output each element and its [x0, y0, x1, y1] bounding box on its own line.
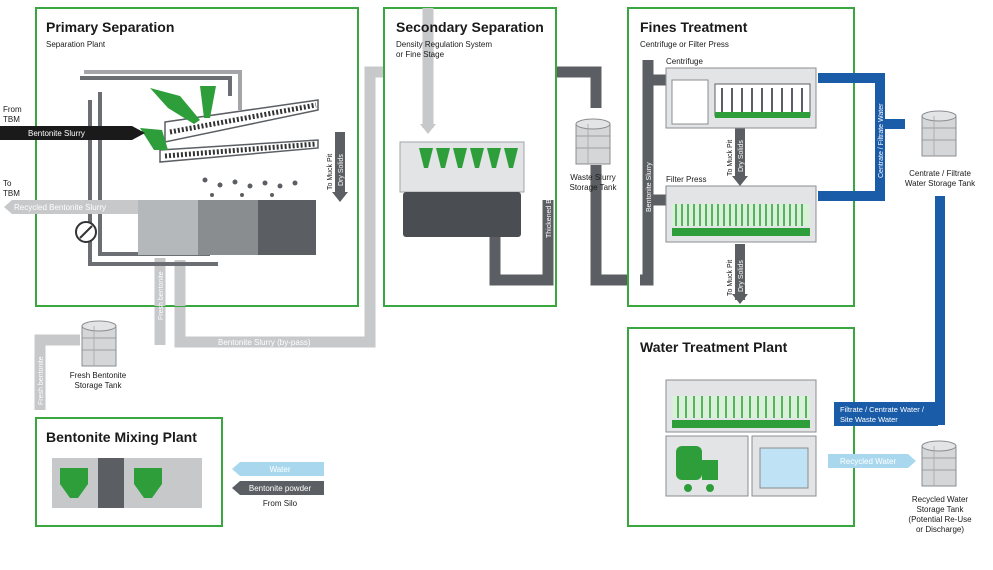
- bentonite-slurry-arrow: [0, 126, 145, 140]
- bentonite-powder-label: Bentonite powder: [249, 484, 312, 493]
- water-title: Water Treatment Plant: [640, 339, 788, 355]
- centrifuge-unit: [665, 67, 817, 129]
- waste-tank-label-2: Storage Tank: [570, 183, 618, 192]
- to-tbm-line2: TBM: [3, 189, 20, 198]
- filter-muck-pit-label: To Muck Pit: [727, 260, 734, 296]
- recycled-slurry-arrow: [4, 200, 138, 214]
- centrifuge-dry-solids-label: Dry Solids: [738, 140, 745, 172]
- centrifuge-muck-pit-label: To Muck Pit: [727, 140, 734, 176]
- recycled-water-label: Recycled Water: [840, 457, 897, 466]
- water-treatment-equipment: [665, 379, 817, 497]
- primary-muck-pit-label: To Muck Pit: [327, 154, 334, 190]
- cf-tank-label-1: Centrate / Filtrate: [909, 169, 971, 178]
- from-tbm-line1: From: [3, 105, 22, 114]
- filtrate-label-1: Filtrate / Centrate Water /: [840, 405, 925, 414]
- rw-tank-label-3: (Potential Re-Use: [908, 515, 972, 524]
- fresh-bentonite-pipe-2: [34, 334, 80, 410]
- primary-title: Primary Separation: [46, 19, 174, 35]
- rw-tank-label-2: Storage Tank: [917, 505, 965, 514]
- secondary-equipment: [399, 141, 525, 237]
- water-label: Water: [269, 465, 290, 474]
- filter-dry-solids-label: Dry Solids: [738, 260, 745, 292]
- waste-tank-label-1: Waste Slurry: [570, 173, 616, 182]
- bypass-label: Bentonite Slurry (by-pass): [218, 338, 311, 347]
- filter-press-unit: [665, 185, 817, 243]
- to-tbm-line1: To: [3, 179, 12, 188]
- rw-tank-label-4: or Discharge): [916, 525, 964, 534]
- centrifuge-label: Centrifuge: [666, 57, 703, 66]
- primary-equipment: [75, 70, 319, 266]
- filter-press-label: Filter Press: [666, 175, 706, 184]
- fines-subtitle: Centrifuge or Filter Press: [640, 40, 729, 49]
- filtrate-label-2: Site Waste Water: [840, 415, 898, 424]
- cf-tank-label-2: Water Storage Tank: [905, 179, 976, 188]
- recycled-water-tank: [921, 440, 957, 487]
- thickened-label: Thickened Bentonite Slurry: [546, 153, 553, 238]
- bentonite-slurry-label: Bentonite Slurry: [28, 129, 85, 138]
- fines-title: Fines Treatment: [640, 19, 748, 35]
- fresh-tank-label-2: Storage Tank: [75, 381, 123, 390]
- water-arrow: [232, 462, 324, 476]
- secondary-title: Secondary Separation: [396, 19, 544, 35]
- secondary-subtitle-1: Density Regulation System: [396, 40, 492, 49]
- mixing-equipment: [52, 458, 202, 508]
- fresh-tank-label-1: Fresh Bentonite: [70, 371, 127, 380]
- bentonite-powder-arrow: [232, 481, 324, 495]
- secondary-subtitle-2: or Fine Stage: [396, 50, 445, 59]
- centrate-filtrate-tank: [921, 110, 957, 157]
- fresh-bentonite-tank: [81, 320, 117, 367]
- primary-subtitle: Separation Plant: [46, 40, 106, 49]
- fresh-bentonite-v-label-2: Fresh bentonite: [38, 356, 45, 405]
- centrate-v-label: Centrate / Filtrate Water: [878, 103, 885, 178]
- fresh-bentonite-v-label: Fresh bentonite: [158, 271, 165, 320]
- rw-tank-label-1: Recycled Water: [912, 495, 969, 504]
- waste-slurry-tank: [575, 118, 611, 165]
- from-tbm-line2: TBM: [3, 115, 20, 124]
- bentonite-slurry-v-label: Bentonite Slurry: [646, 162, 653, 212]
- mixing-title: Bentonite Mixing Plant: [46, 429, 197, 445]
- recycled-water-arrow: [828, 454, 916, 468]
- from-silo-label: From Silo: [263, 499, 298, 508]
- recycled-slurry-label: Recycled Bentonite Slurry: [14, 203, 106, 212]
- primary-dry-solids-label: Dry Solids: [338, 154, 345, 186]
